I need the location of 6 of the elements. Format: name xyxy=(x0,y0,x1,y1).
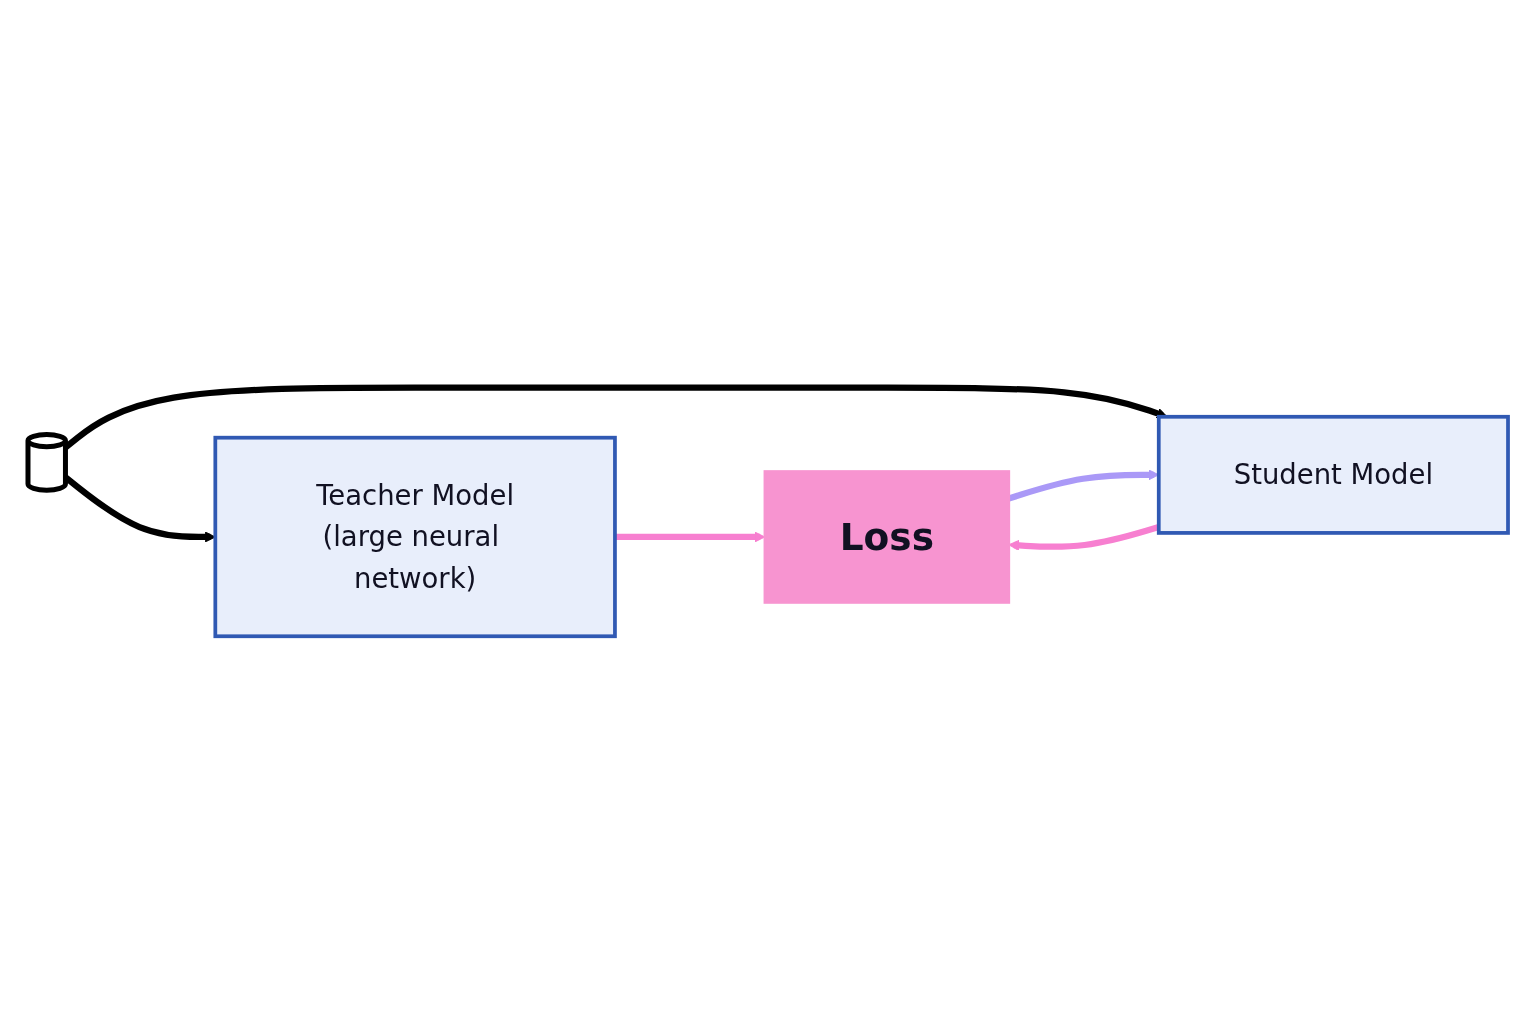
node-cylinder xyxy=(25,432,68,493)
arrow xyxy=(614,531,766,543)
node-box: Loss xyxy=(763,470,1011,604)
arrow xyxy=(1008,524,1160,551)
node-box: Student Model xyxy=(1156,414,1510,535)
node-box: Teacher Model (large neural network) xyxy=(213,435,617,639)
